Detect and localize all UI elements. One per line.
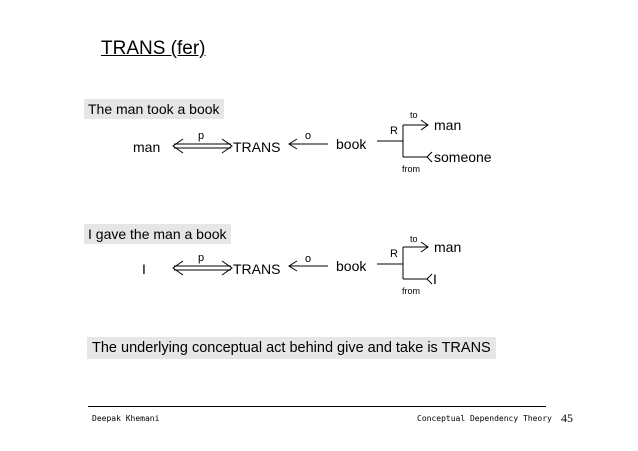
recipient-1: man [434,117,462,133]
page-number: 45 [561,411,573,425]
footer-author: Deepak Khemani [92,414,160,423]
p-label-2: p [198,252,205,264]
donor-1: someone [434,149,492,165]
from-label-1: from [402,164,420,174]
object-arrow-2 [288,260,328,272]
footer-rule [88,406,546,407]
double-arrow-1 [172,138,233,154]
object-2: book [336,258,367,274]
p-label-1: p [198,130,205,142]
caption-1: The man took a book [84,99,224,119]
to-label-1: to [410,110,418,120]
recipient-bracket-1 [377,119,433,163]
recipient-2: man [434,239,462,255]
to-label-2: to [410,234,418,244]
r-label-1: R [390,125,398,137]
recipient-bracket-2 [377,241,433,285]
actor-1: man [133,139,161,155]
footer-course: Conceptual Dependency Theory [417,414,552,423]
summary-box: The underlying conceptual act behind giv… [87,337,496,359]
double-arrow-2 [172,260,233,276]
slide-title: TRANS (fer) [101,38,206,59]
from-label-2: from [402,286,420,296]
o-label-2: o [305,253,312,265]
act-2: TRANS [233,261,281,277]
object-1: book [336,136,367,152]
o-label-1: o [305,130,312,142]
r-label-2: R [390,248,398,260]
actor-2: I [142,261,146,277]
caption-2: I gave the man a book [84,224,231,244]
act-1: TRANS [233,139,281,155]
donor-2: I [433,271,437,287]
object-arrow-1 [288,138,328,150]
